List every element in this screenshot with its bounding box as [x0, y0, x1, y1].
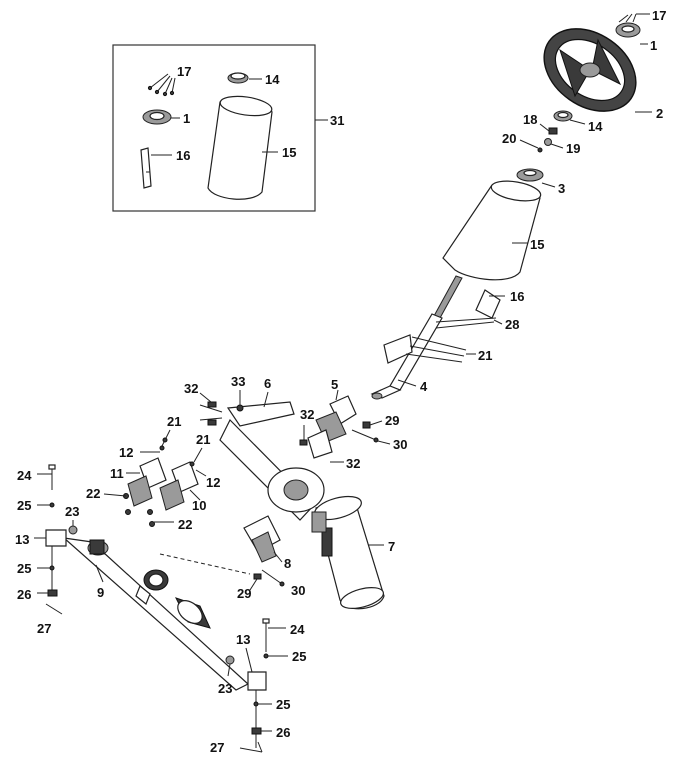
inset-kit-box: 31 17 14 1	[112, 44, 344, 212]
u-joint-8: 8 29 30	[237, 515, 305, 601]
callout-6: 6	[264, 376, 271, 391]
callout-23-right: 23	[218, 681, 232, 696]
steering-column-4: 4	[370, 275, 463, 400]
callout-21-left: 21	[167, 414, 181, 429]
coupler-11: 11 12 21 22	[86, 414, 181, 515]
callout-17: 17	[652, 8, 666, 23]
callout-11: 11	[110, 466, 124, 481]
steering-rack-9: 9	[62, 537, 250, 691]
u-joint-5: 5 29 30	[307, 377, 407, 459]
callout-24-right: 24	[290, 622, 305, 637]
bracket-16-bolts-28-21: 16 28 21	[405, 289, 524, 363]
callout-1-inset: 1	[183, 111, 190, 126]
hub-adapter-3: 3	[516, 168, 565, 196]
callout-22-right: 22	[178, 517, 192, 532]
hub-cap-14: 14	[553, 110, 603, 134]
callout-14-inset: 14	[265, 72, 280, 87]
inset-cap-14: 14	[227, 72, 280, 87]
inset-bracket-16: 16	[140, 147, 190, 189]
callout-20: 20	[502, 131, 516, 146]
callout-16-inset: 16	[176, 148, 190, 163]
column-shroud-15: 15	[442, 180, 544, 281]
link-dash	[159, 553, 251, 575]
callout-13-left: 13	[15, 532, 29, 547]
callout-15-inset: 15	[282, 145, 296, 160]
bracket-6: 6 33 32 32 32	[184, 374, 360, 471]
callout-15: 15	[530, 237, 544, 252]
callout-33: 33	[231, 374, 245, 389]
inset-emblem-1: 1	[142, 109, 190, 126]
callout-17-inset: 17	[177, 64, 191, 79]
callout-22-left: 22	[86, 486, 100, 501]
callout-29-lower: 29	[237, 586, 251, 601]
callout-24-left: 24	[17, 468, 32, 483]
callout-10: 10	[192, 498, 206, 513]
callout-2: 2	[656, 106, 663, 121]
inset-screws-17: 17	[147, 64, 191, 97]
callout-23-left: 23	[65, 504, 79, 519]
callout-16: 16	[510, 289, 524, 304]
callout-4: 4	[420, 379, 428, 394]
coupler-10: 10 12 21 22	[147, 432, 220, 532]
callout-21-column: 21	[478, 348, 492, 363]
callout-32-right: 32	[346, 456, 360, 471]
callout-12-left: 12	[119, 445, 133, 460]
callout-30-lower: 30	[291, 583, 305, 598]
callout-3: 3	[558, 181, 565, 196]
callout-27-left: 27	[37, 621, 51, 636]
callout-31: 31	[330, 113, 344, 128]
callout-25-left-lower: 25	[17, 561, 31, 576]
nut-washer-18-19-20: 18 19 20	[502, 112, 580, 156]
callout-12-right: 12	[206, 475, 220, 490]
callout-7: 7	[388, 539, 395, 554]
callout-29: 29	[385, 413, 399, 428]
callout-18: 18	[523, 112, 537, 127]
steering-wheel-2: 2	[543, 28, 663, 121]
callout-25-right-upper: 25	[292, 649, 306, 664]
wheel-emblem-1: 17 1	[615, 8, 666, 53]
callout-26-left: 26	[17, 587, 31, 602]
callout-25-left-upper: 25	[17, 498, 31, 513]
callout-27-right: 27	[210, 740, 224, 755]
callout-32-upper: 32	[300, 407, 314, 422]
inset-shroud-15: 15	[207, 95, 296, 200]
callout-9: 9	[97, 585, 104, 600]
callout-32-left: 32	[184, 381, 198, 396]
tie-rod-end-right: 24 13 25 23 25 26 27	[210, 618, 306, 755]
callout-14: 14	[588, 119, 603, 134]
callout-1: 1	[650, 38, 657, 53]
callout-30: 30	[393, 437, 407, 452]
callout-21-right: 21	[196, 432, 210, 447]
callout-8: 8	[284, 556, 291, 571]
callout-19: 19	[566, 141, 580, 156]
callout-25-right-lower: 25	[276, 697, 290, 712]
tie-rod-end-left: 24 25 13 23 25 26 27	[15, 464, 79, 636]
callout-28: 28	[505, 317, 519, 332]
callout-13-right: 13	[236, 632, 250, 647]
callout-5: 5	[331, 377, 338, 392]
eps-motor-7: 7	[219, 418, 395, 610]
callout-26-right: 26	[276, 725, 290, 740]
